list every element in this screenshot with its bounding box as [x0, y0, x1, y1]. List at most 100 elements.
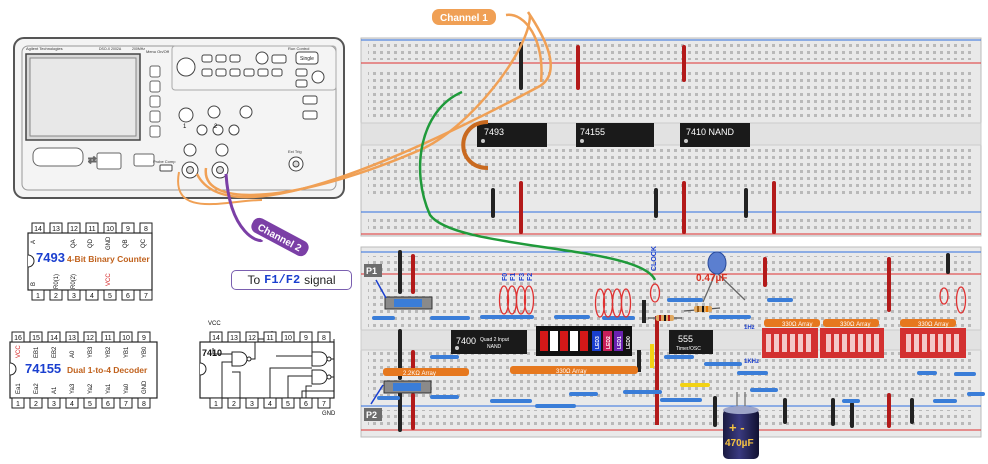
svg-text:330Ω Array: 330Ω Array: [918, 322, 949, 328]
svg-text:QB: QB: [123, 239, 129, 248]
f0-label: F0: [502, 273, 509, 281]
pinout-74155-bottom-label: Ya1: [106, 383, 112, 394]
pinout-7410-bottom-pin-box: [281, 397, 295, 409]
pinout-74155-bottom-pin-number: 3: [52, 401, 56, 408]
svg-text:GND: GND: [106, 236, 112, 250]
pinout-74155-bottom-pin-box: [65, 397, 79, 409]
pinout-7410-bottom-pin-box: [317, 397, 331, 409]
scope-model: DSO-X 2002A: [99, 47, 122, 51]
pinout-7410-top-pin-number: 8: [322, 335, 326, 342]
pinout-7493-top-pin-number: 9: [126, 226, 130, 233]
pinout-7493-desc: 4-Bit Binary Counter: [67, 254, 150, 264]
pinout-74155-bottom-pin-box: [29, 397, 43, 409]
pinout-7410-top-pin-box: [209, 331, 223, 343]
pinout-74155-top-label: YB1: [124, 346, 130, 358]
chip-7493: 7493: [477, 123, 547, 147]
pinout-74155-desc: Dual 1-to-4 Decoder: [67, 365, 148, 375]
pinout-74155-bottom-pin-number: 5: [88, 401, 92, 408]
p1-tag: P1: [364, 264, 382, 277]
pinout-74155-top-label: YB2: [106, 346, 112, 358]
pinout-74155-top-pin-box: [119, 331, 133, 343]
intensity-knob[interactable]: [255, 51, 269, 65]
power-button[interactable]: [32, 147, 84, 167]
channel-1-tag: Channel 1: [432, 9, 496, 25]
pinout-7493-top-pin-number: 11: [88, 226, 95, 233]
svg-text:330Ω Array: 330Ω Array: [840, 322, 871, 328]
pinout-7410-bottom-pin-box: [299, 397, 313, 409]
pinout-74155-top-pin-box: [83, 331, 97, 343]
electrolytic-capacitor: + -: [723, 392, 759, 459]
ext-trig-label: Ext Trig: [288, 149, 302, 154]
p2-tag: P2: [364, 408, 382, 421]
horizontal-knob[interactable]: [176, 57, 196, 77]
pinout-7410-bottom-pin-number: 2: [232, 401, 236, 408]
pinout-74155-bottom-pin-number: 6: [106, 401, 110, 408]
probe-clip-p2: [383, 380, 432, 394]
pinout-74155-top-pin-number: 13: [68, 335, 76, 342]
softkey-column[interactable]: [149, 65, 161, 138]
svg-text:Quad 2 Input: Quad 2 Input: [480, 337, 510, 343]
clock-green-wire: [418, 90, 657, 281]
pinout-74155-top-pin-box: [29, 331, 43, 343]
pinout-74155-top-label: YB0: [142, 346, 148, 358]
run-stop-button[interactable]: [271, 54, 287, 64]
trigger-knob[interactable]: [311, 70, 325, 84]
pinout-7410-top-pin-number: 11: [266, 335, 273, 342]
pinout-7410-top-pin-number: 10: [284, 335, 292, 342]
svg-text:555: 555: [678, 334, 693, 344]
pinout-7493-bottom-pin-box: [67, 289, 81, 301]
f3-label: F3: [519, 273, 526, 281]
svg-text:QD: QD: [88, 238, 94, 248]
timing-resistors: [648, 306, 721, 321]
pinout-7493-top-pin-number: 12: [70, 226, 78, 233]
note-suffix: signal: [304, 273, 336, 287]
svg-text:A: A: [31, 240, 37, 244]
pinout-7493-bottom-pin-box: [85, 289, 99, 301]
resistor-array-330-long: 330Ω Array: [510, 366, 638, 375]
note-signal: F1/F2: [264, 273, 301, 287]
pinout-74155-top-pin-number: 10: [122, 335, 130, 342]
pinout-74155-top-label: EB1: [34, 346, 40, 358]
pinout-7493-bottom-pin-number: 5: [108, 293, 112, 300]
pinout-7493-part: 7493: [36, 250, 65, 265]
ch1-scale-knob[interactable]: [178, 107, 194, 123]
pinout-7493-top-pin-box: [49, 222, 63, 234]
pinout-7493-bottom-pin-number: 4: [90, 293, 94, 300]
pinout-7410-top-pin-box: [299, 331, 313, 343]
svg-text:1: 1: [183, 124, 187, 130]
pinout-7493-top-pin-number: 13: [52, 226, 60, 233]
pinout-7410-top-pin-box: [227, 331, 241, 343]
pinout-74155-top-pin-number: 16: [14, 335, 22, 342]
menu-onoff-label: Menu On/Off: [146, 49, 170, 54]
pinout-74155-bottom-label: Ya2: [88, 383, 94, 394]
blue-jumpers: [372, 298, 985, 408]
pinout-7493-top-pin-box: [103, 222, 117, 234]
pinout-7493-top-pin-box: [31, 222, 45, 234]
pinout-7493-bottom-pin-number: 7: [144, 293, 148, 300]
pinout-74155-bottom-pin-box: [47, 397, 61, 409]
pinout-7493-top-pin-box: [85, 222, 99, 234]
svg-text:+ -: + -: [729, 420, 745, 435]
chip-555: 555 Timer/OSC: [669, 330, 713, 354]
single-button[interactable]: [295, 51, 319, 65]
pinout-7410-bottom-pin-number: 7: [322, 401, 326, 408]
single-label: Single: [300, 56, 314, 62]
svg-text:2: 2: [214, 124, 218, 130]
dip-switch-banks: 330Ω Array 330Ω Array 330Ω Array: [762, 319, 966, 358]
pinout-7410-bottom-pin-number: 5: [286, 401, 290, 408]
led1-label: LED1: [617, 336, 623, 349]
chip-7400: 7400 Quad 2 Input NAND: [451, 330, 527, 354]
pinout-7410-bottom-pin-box: [245, 397, 259, 409]
pinout-74155-bottom-pin-number: 8: [142, 401, 146, 408]
svg-text:2.2KΩ Array: 2.2KΩ Array: [403, 371, 436, 377]
pinout-74155-top-pin-number: 12: [86, 335, 94, 342]
probe-comp-label: Probe Comp: [153, 159, 176, 164]
pinout-7410-top-pin-box: [281, 331, 295, 343]
led-bargraph: [536, 326, 632, 356]
pinout-74155-bottom-pin-box: [11, 397, 25, 409]
f2-label: F2: [527, 273, 534, 281]
pinout-7493-bottom-pin-number: 6: [126, 293, 130, 300]
